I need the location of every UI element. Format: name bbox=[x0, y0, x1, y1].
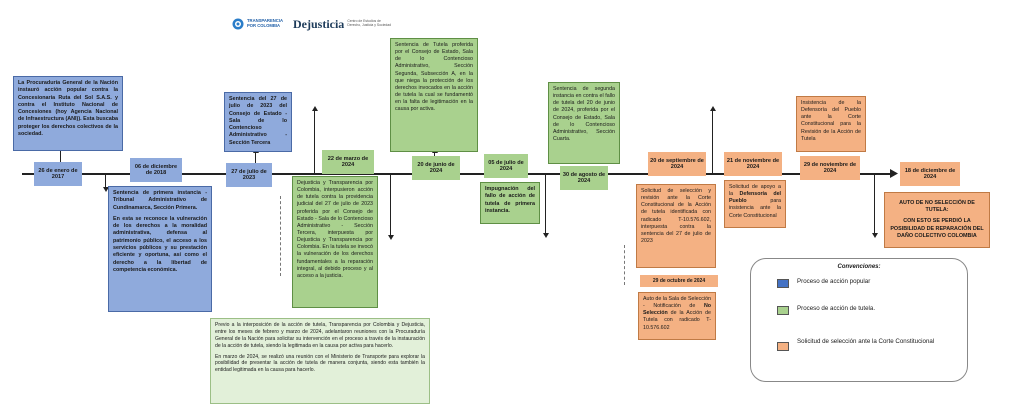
connector-diciembre-2024 bbox=[871, 174, 878, 238]
apoyo-text-bold: Defensoría del Pueblo bbox=[729, 191, 781, 205]
date-2023-07-27: 27 de julio de 2023 bbox=[226, 163, 272, 187]
connector-septiembre-2024 bbox=[709, 106, 716, 173]
legend-label-popular: Proceso de acción popular bbox=[797, 278, 871, 285]
box-procuraduria-accion-popular: La Procuraduría General de la Nación ins… bbox=[13, 76, 123, 151]
date-2024-10-29: 29 de octubre de 2024 bbox=[640, 275, 718, 287]
date-2018-12-06: 06 de diciembre de 2018 bbox=[130, 158, 182, 182]
transparencia-logo-icon bbox=[232, 18, 244, 30]
box-nota-reuniones: Previo a la interposición de la acción d… bbox=[210, 318, 430, 404]
box-sentencia-tutela-junio-2024: Sentencia de Tutela proferida por el Con… bbox=[390, 38, 478, 152]
box-tutela-marzo-2024: Dejusticia y Transparencia por Colombia,… bbox=[292, 176, 378, 308]
box-apoyo-defensoria: Solicitud de apoyo a la Defensoría del P… bbox=[724, 180, 786, 228]
dejusticia-logo: Dejusticia Centro de Estudios de Derecho… bbox=[293, 17, 393, 32]
connector-marzo-2024 bbox=[387, 174, 394, 240]
date-2024-11-21: 21 de noviembre de 2024 bbox=[724, 152, 782, 176]
apoyo-text-pre: Solicitud de apoyo a la bbox=[729, 184, 781, 198]
connector-2018 bbox=[102, 174, 109, 192]
box-sentencia-2018-title: Sentencia de primera instancia - Tribuna… bbox=[113, 190, 207, 211]
box-sentencia-2023: Sentencia del 27 de julio de 2023 del Co… bbox=[224, 92, 292, 152]
box-auto-no-seleccion-octubre: Auto de la Sala de Selección - Notificac… bbox=[638, 292, 716, 340]
legend-swatch-tutela bbox=[777, 306, 789, 315]
box-auto-no-seleccion-final: AUTO DE NO SELECCIÓN DE TUTELA: CON ESTO… bbox=[884, 192, 990, 248]
box-insistencia-defensoria: Insistencia de la Defensoría del Pueblo … bbox=[796, 96, 866, 152]
date-2024-09-20: 20 de septiembre de 2024 bbox=[648, 152, 706, 176]
dejusticia-logo-name: Dejusticia bbox=[292, 16, 345, 31]
auto-final-line2: CON ESTO SE PERDIÓ LA POSIBILIDAD DE REP… bbox=[890, 218, 984, 239]
connector-agosto-2024 bbox=[542, 174, 549, 238]
transparencia-logo: TRANSPARENCIA POR COLOMBIA bbox=[232, 18, 283, 30]
dejusticia-logo-subtitle: Centro de Estudios de Derecho, Justicia … bbox=[347, 19, 392, 27]
date-2017-01-26: 26 de enero de 2017 bbox=[34, 162, 82, 186]
nota-paragraph-1: Previo a la interposición de la acción d… bbox=[215, 322, 425, 349]
auto-sala-text-bold: No Selección bbox=[643, 303, 711, 317]
auto-sala-text-pre: Auto de la Sala de Selección - Notificac… bbox=[643, 296, 711, 310]
date-2024-11-29: 29 de noviembre de 2024 bbox=[800, 156, 860, 180]
nota-paragraph-2: En marzo de 2024, se realizó una reunión… bbox=[215, 353, 425, 374]
box-sentencia-primera-instancia-2018: Sentencia de primera instancia - Tribuna… bbox=[108, 186, 212, 312]
date-2024-06-20: 20 de junio de 2024 bbox=[412, 156, 460, 180]
box-sentencia-2018-body: En esta se reconoce la vulneración de lo… bbox=[113, 215, 207, 273]
date-2024-12-18: 18 de diciembre de 2024 bbox=[900, 162, 960, 186]
transparencia-logo-line1: TRANSPARENCIA bbox=[247, 18, 283, 24]
box-segunda-instancia: Sentencia de segunda instancia en contra… bbox=[548, 82, 620, 164]
date-2024-03-22: 22 de marzo de 2024 bbox=[322, 150, 374, 174]
auto-final-line1: AUTO DE NO SELECCIÓN DE TUTELA: bbox=[899, 199, 975, 214]
date-2024-08-30: 30 de agosto de 2024 bbox=[560, 166, 608, 190]
legend-label-seleccion: Solicitud de selección ante la Corte Con… bbox=[797, 338, 935, 345]
dashed-connector-note bbox=[280, 196, 281, 276]
transparencia-logo-line2: POR COLOMBIA bbox=[247, 23, 281, 28]
auto-sala-text-post: de la Acción de Tutela con radicado T-10… bbox=[643, 310, 711, 331]
timeline-arrow-head bbox=[890, 169, 898, 178]
legend-swatch-popular bbox=[777, 279, 789, 288]
legend-label-tutela: Proceso de acción de tutela. bbox=[797, 305, 876, 312]
header-logos: TRANSPARENCIA POR COLOMBIA Dejusticia Ce… bbox=[232, 14, 393, 34]
box-solicitud-seleccion: Solicitud de selección y revisión ante l… bbox=[636, 184, 716, 268]
legend-title: Convenciones: bbox=[837, 264, 881, 270]
legend-swatch-seleccion bbox=[777, 342, 789, 351]
date-2024-07-05: 05 de julio de 2024 bbox=[484, 154, 528, 178]
apoyo-text-post: para insistencia ante la Corte Constituc… bbox=[729, 198, 781, 219]
box-impugnacion: Impugnación del fallo de acción de tutel… bbox=[480, 182, 540, 224]
legend: Convenciones: Proceso de acción popular … bbox=[750, 258, 968, 382]
dashed-connector-octubre bbox=[624, 245, 625, 285]
connector-2023-up bbox=[311, 106, 318, 173]
